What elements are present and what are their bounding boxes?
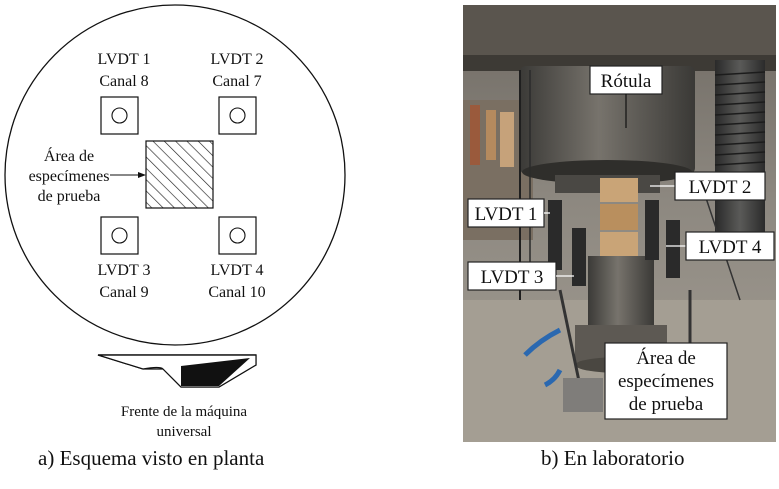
panel-a-caption: a) Esquema visto en planta [38, 446, 265, 470]
sensor-lvdt1-symbol [100, 96, 139, 135]
lvdt1-name: LVDT 1 [98, 51, 151, 68]
specimen-area-label-line2: especímenes [29, 168, 110, 185]
lvdt1-photo-callout: LVDT 1 [467, 198, 550, 228]
lvdt2-name: LVDT 2 [211, 51, 264, 68]
sensor-lvdt2-symbol [218, 96, 257, 135]
specimen-area-photo-callout: Área de especímenes de prueba [604, 342, 728, 420]
lvdt1-photo-label: LVDT 1 [475, 204, 538, 225]
lvdt4-photo-label: LVDT 4 [699, 237, 762, 258]
specimen-area-label-line1: Área de [44, 146, 94, 165]
lvdt3-channel: Canal 9 [99, 284, 148, 301]
lvdt2-photo-label: LVDT 2 [689, 177, 752, 198]
specimen-area-label-line3: de prueba [38, 188, 101, 205]
rotula-label: Rótula [601, 71, 652, 92]
machine-front-label-line1: Frente de la máquina [121, 404, 248, 420]
panel-b-caption: b) En laboratorio [541, 446, 685, 470]
lvdt4-name: LVDT 4 [211, 262, 264, 279]
lvdt4-channel: Canal 10 [208, 284, 265, 301]
specimen-area-photo-label-line3: de prueba [629, 394, 704, 415]
machine-base-circle [4, 4, 346, 346]
sensor-lvdt4-symbol [218, 216, 257, 255]
panel-b-photo: Rótula LVDT 2 LVDT 1 LVDT 4 LVDT 3 Área … [463, 5, 776, 442]
sensor-lvdt3-symbol [100, 216, 139, 255]
specimen-area-photo-label-line2: especímenes [618, 371, 714, 392]
specimen-area-photo-label-line1: Área de [636, 347, 696, 369]
lvdt4-photo-callout: LVDT 4 [666, 231, 775, 261]
lvdt1-channel: Canal 8 [99, 73, 148, 90]
rotula-callout: Rótula [589, 65, 663, 128]
lvdt3-name: LVDT 3 [98, 262, 151, 279]
panel-a-schematic: LVDT 1 Canal 8 LVDT 2 Canal 7 LVDT 3 Can… [4, 4, 346, 440]
specimen-area-hatched [145, 140, 214, 209]
lvdt3-photo-callout: LVDT 3 [467, 261, 574, 291]
machine-front-label-line2: universal [157, 424, 212, 440]
lvdt3-photo-label: LVDT 3 [481, 267, 544, 288]
lvdt2-channel: Canal 7 [212, 73, 261, 90]
lvdt2-photo-callout: LVDT 2 [650, 171, 766, 201]
machine-front-arrow [97, 354, 257, 388]
